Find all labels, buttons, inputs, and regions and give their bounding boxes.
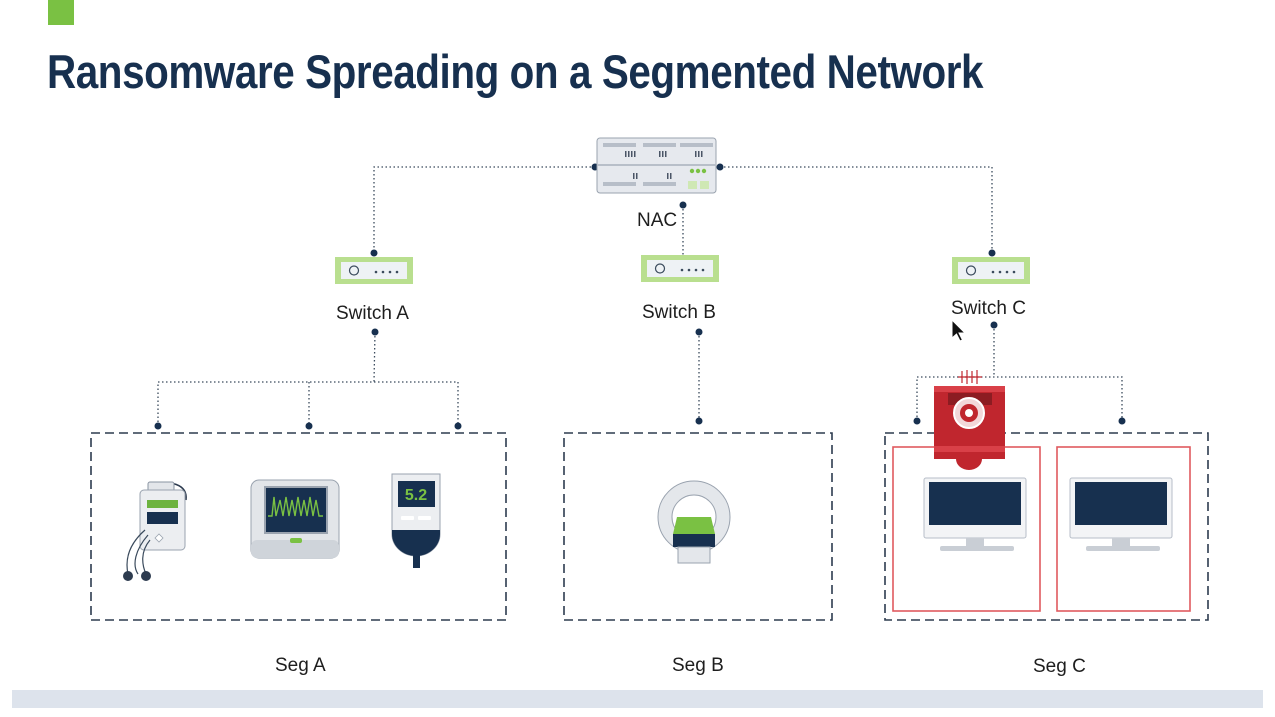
nac-label: NAC <box>637 210 678 231</box>
link-switch-a-hub <box>373 331 376 383</box>
switch-a-icon <box>335 257 413 284</box>
workstation-monitor-icon <box>923 477 1027 551</box>
link-nac-switch-a <box>373 166 595 253</box>
nac-appliance-icon <box>596 137 717 194</box>
infected-zone-2 <box>1056 446 1191 612</box>
segment-a-box <box>90 432 507 621</box>
link-seg-a-bus <box>157 381 459 426</box>
seg-a-label: Seg A <box>275 655 326 676</box>
seg-b-label: Seg B <box>672 655 724 676</box>
connection-lines <box>157 166 1123 426</box>
patient-monitor-icon <box>250 479 340 559</box>
accent-square <box>48 0 74 25</box>
glucose-reading: 5.2 <box>405 487 427 504</box>
seg-c-label: Seg C <box>1033 656 1086 677</box>
switch-a-label: Switch A <box>336 303 409 324</box>
mri-scanner-icon <box>657 480 731 564</box>
infusion-pump-icon <box>123 481 187 581</box>
workstation-monitor-icon-2 <box>1069 477 1173 551</box>
glucose-meter-icon <box>391 473 441 568</box>
switch-c-icon <box>952 257 1030 284</box>
bottom-bar <box>12 690 1263 708</box>
switch-c-label: Switch C <box>951 298 1026 319</box>
segment-b-box <box>563 432 833 621</box>
switch-b-icon <box>641 255 719 282</box>
page-title: Ransomware Spreading on a Segmented Netw… <box>47 45 984 98</box>
ransomware-icon <box>934 370 1005 470</box>
mouse-cursor-icon <box>951 318 967 342</box>
switch-b-label: Switch B <box>642 302 716 323</box>
segment-c-box <box>884 432 1209 621</box>
link-nac-switch-c <box>720 166 993 253</box>
connection-dots <box>154 163 1126 430</box>
